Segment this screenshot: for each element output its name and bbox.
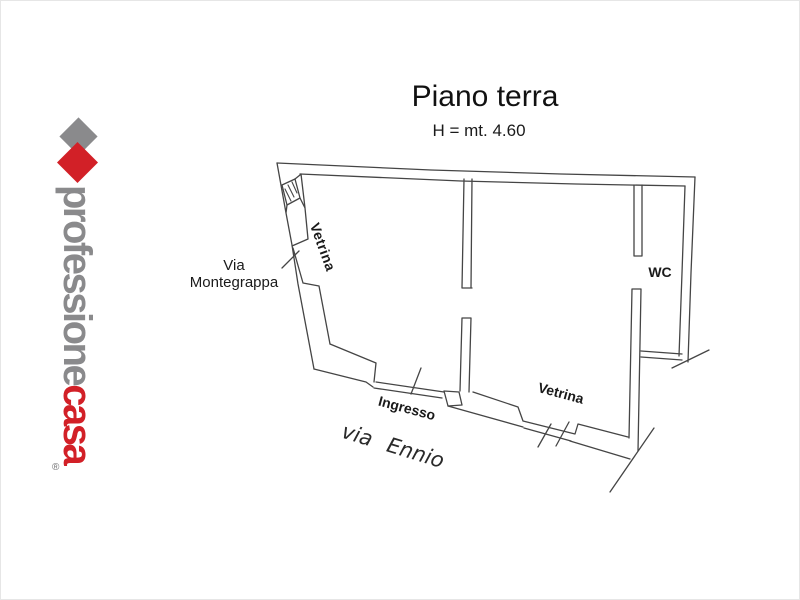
- registered-trademark-icon: ®: [52, 462, 60, 473]
- street-label-via-montegrappa: Via Montegrappa: [190, 257, 278, 291]
- wc-walls: [628, 184, 683, 452]
- right-wall: [671, 176, 710, 369]
- top-wall: [276, 162, 696, 187]
- ceiling-height-note: H = mt. 4.60: [432, 121, 526, 140]
- street-label-line2: Montegrappa: [189, 274, 279, 291]
- bottom-wall-entrance: [313, 343, 463, 407]
- wc-room-label: WC: [648, 264, 672, 280]
- left-wall: [276, 162, 331, 370]
- page-title: Piano terra: [411, 80, 559, 113]
- bottom-wall-right: [447, 391, 655, 493]
- street-label-line1: Via: [223, 257, 245, 274]
- partition-wall: [459, 178, 473, 393]
